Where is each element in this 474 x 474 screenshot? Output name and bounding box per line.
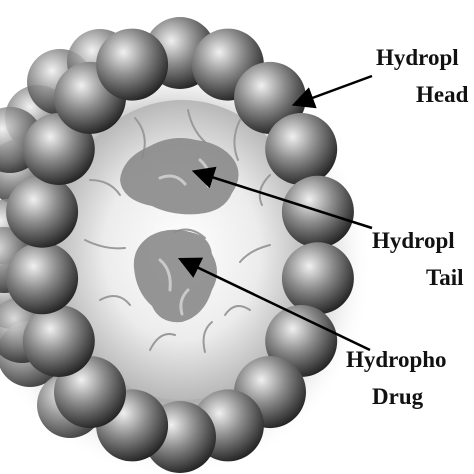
hydrophilic-head-sphere bbox=[22, 305, 95, 377]
hydrophilic-head-sphere bbox=[265, 113, 338, 185]
tail bbox=[239, 244, 271, 263]
label-tail-line2: Tail bbox=[426, 265, 464, 290]
arrow-to-head bbox=[291, 74, 373, 109]
tail bbox=[158, 258, 172, 292]
tail bbox=[233, 119, 241, 161]
hydrophilic-head-ring bbox=[6, 17, 354, 473]
tail bbox=[158, 174, 187, 186]
tail bbox=[149, 333, 176, 351]
hydrophilic-head-sphere bbox=[6, 242, 79, 315]
hydrophilic-head-sphere bbox=[96, 28, 169, 101]
arrow-to-tail bbox=[191, 166, 373, 230]
hydrophobic-tails bbox=[84, 109, 271, 353]
tail bbox=[258, 174, 271, 206]
tail bbox=[179, 288, 190, 316]
label-tail-line1: Hydropl bbox=[372, 228, 455, 253]
arrow-to-drug bbox=[177, 257, 371, 352]
drug-blob-lower bbox=[133, 229, 217, 323]
drug-blob-upper bbox=[120, 138, 239, 215]
tail bbox=[99, 295, 131, 306]
label-drug-line2: Drug bbox=[372, 384, 424, 409]
tail bbox=[84, 239, 126, 250]
label-drug-line1: Hydropho bbox=[346, 347, 447, 372]
label-head-line2: Head bbox=[416, 82, 469, 107]
label-head-line1: Hydropl bbox=[376, 45, 459, 70]
tail bbox=[224, 305, 251, 316]
hydrophilic-head-sphere bbox=[6, 175, 79, 248]
tail bbox=[202, 321, 213, 353]
tail bbox=[187, 109, 206, 143]
tail bbox=[89, 179, 121, 196]
hydrophilic-head-sphere bbox=[281, 242, 354, 315]
